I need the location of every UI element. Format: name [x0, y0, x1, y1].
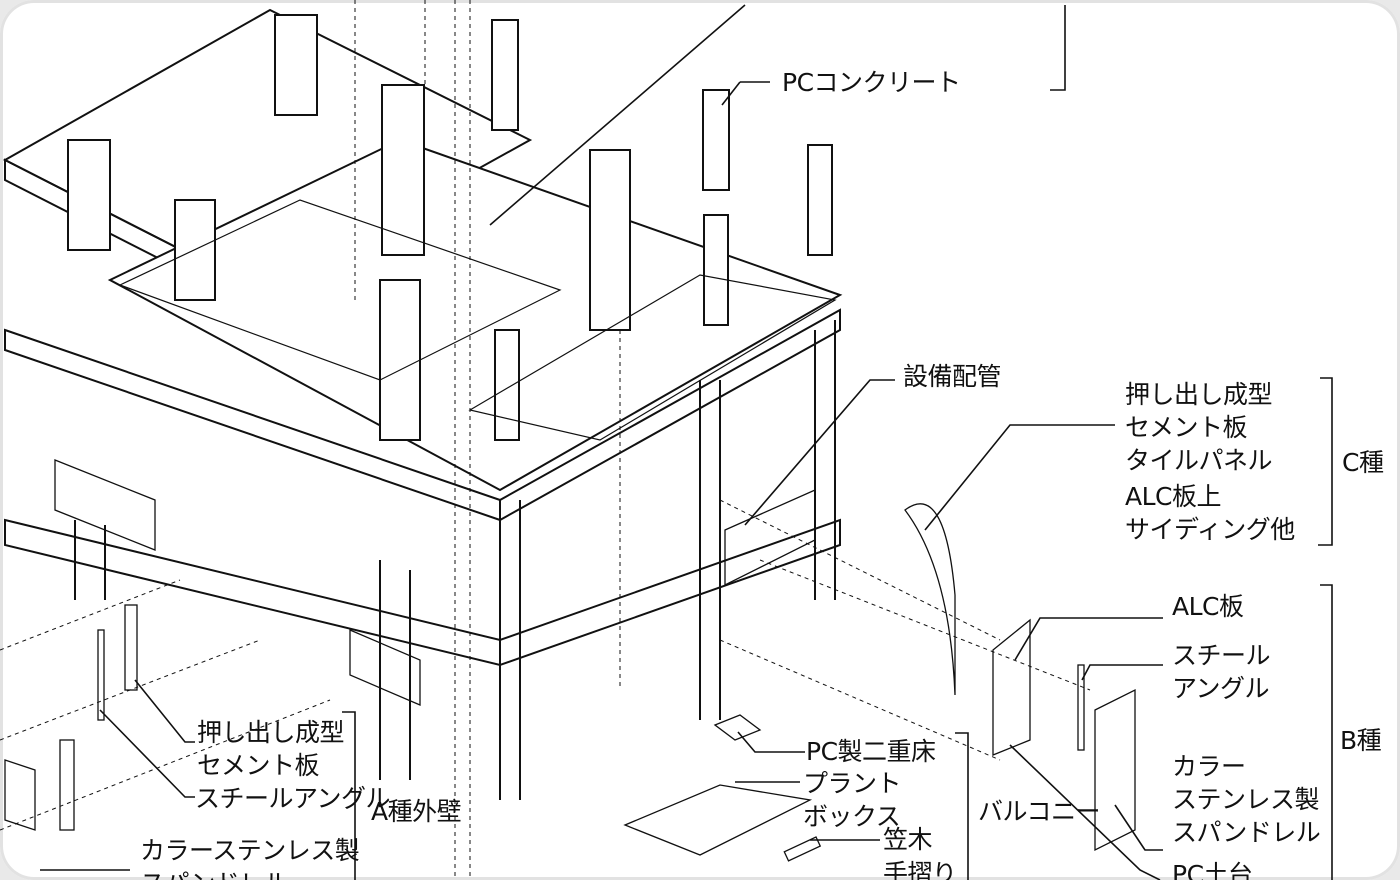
label-equipment-piping: 設備配管	[903, 362, 1002, 391]
a-spandrel-line: スパンドレル	[140, 867, 359, 880]
c-type-line: ALC板上	[1125, 482, 1221, 511]
a-cement-board-line: 押し出し成型	[197, 718, 345, 747]
dashed-projection-lines	[0, 0, 1091, 880]
columns	[67, 14, 833, 441]
b-spandrel-line: カラー	[1172, 752, 1246, 781]
leader-lines	[40, 4, 1333, 880]
balcony-railings	[54, 459, 816, 706]
plant-box-line: ボックス	[803, 802, 901, 831]
slab-grid	[118, 199, 837, 441]
c-type-line: セメント板	[1125, 413, 1248, 442]
c-type-line: 押し出し成型	[1125, 380, 1273, 409]
label-c-type-materials: 押し出し成型 セメント板 タイルパネル ALC板上 サイディング他	[1125, 378, 1295, 546]
b-spandrel-line: スパンドレル	[1172, 818, 1321, 847]
label-c-type-group: C種	[1342, 448, 1384, 477]
label-plant-box: プラント ボックス	[803, 767, 902, 833]
label-a-type-group: A種外壁	[371, 797, 462, 826]
label-a-steel-angle: スチールアングル	[195, 784, 391, 813]
a-spandrel-line: カラーステンレス製	[140, 836, 360, 865]
c-type-line: サイディング他	[1125, 515, 1295, 544]
a-cement-board-line: セメント板	[197, 751, 320, 780]
label-balcony-group: バルコニー	[978, 797, 1101, 826]
b-spandrel-line: ステンレス製	[1172, 785, 1320, 814]
label-pc-double-floor: PC製二重床	[806, 737, 936, 766]
label-b-steel-angle: スチール アングル	[1172, 639, 1271, 705]
c-type-line: タイルパネル	[1125, 446, 1273, 475]
wall-panels	[4, 503, 1136, 862]
plant-box-line: プラント	[803, 769, 902, 798]
main-floor-frame	[4, 138, 843, 800]
label-pc-concrete: PCコンクリート	[782, 68, 961, 97]
label-pc-base: PC土台	[1172, 860, 1253, 880]
label-a-spandrel: カラーステンレス製 スパンドレル	[140, 834, 360, 880]
b-steel-angle-line: アングル	[1172, 674, 1270, 703]
label-handrail: 手摺り	[883, 859, 957, 880]
label-coping: 笠木	[883, 825, 933, 854]
label-b-spandrel: カラー ステンレス製 スパンドレル	[1172, 750, 1321, 849]
label-b-type-group: B種	[1340, 726, 1382, 755]
label-alc-board: ALC板	[1172, 592, 1244, 621]
label-a-cement-board: 押し出し成型 セメント板	[197, 716, 345, 782]
b-steel-angle-line: スチール	[1172, 641, 1271, 670]
